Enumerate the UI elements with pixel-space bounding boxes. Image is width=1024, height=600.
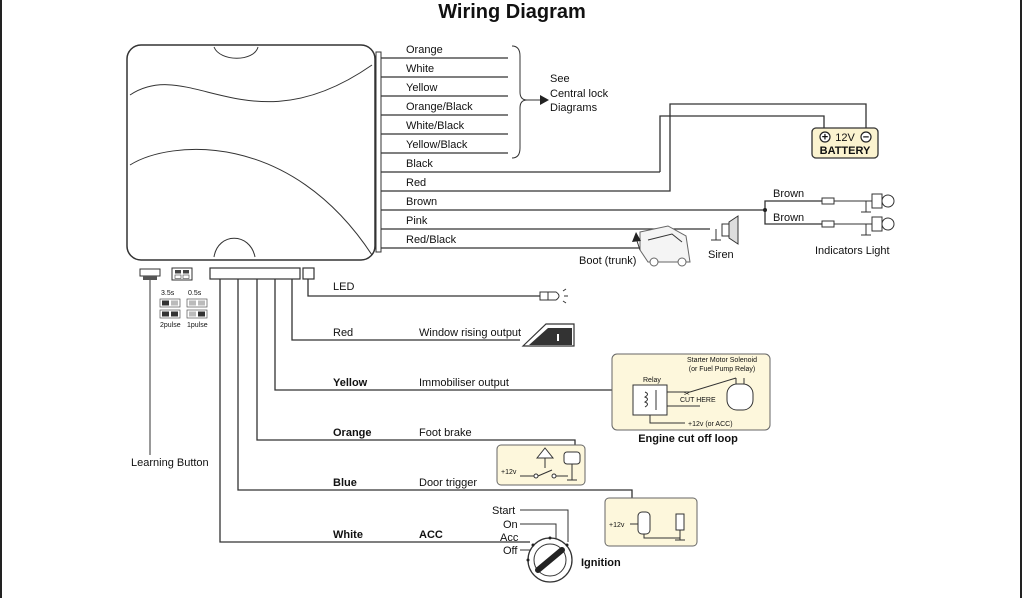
acc-label: ACC	[419, 529, 443, 541]
foot-brake-voltage: +12v	[501, 469, 517, 476]
battery-plus-icon	[819, 131, 831, 143]
ignition-start-label: Start	[492, 505, 515, 517]
dip-setting-icons	[159, 298, 208, 319]
indicator-wire-label-2: Brown	[773, 212, 804, 224]
central-lock-arrow-icon	[540, 95, 549, 105]
door-box-voltage: +12v	[609, 522, 625, 529]
wire-label-orange: Orange	[406, 44, 443, 56]
solenoid-icon	[726, 383, 754, 411]
dip-pulse-1: 2pulse	[160, 322, 181, 329]
dip-time-2: 0.5s	[188, 290, 202, 297]
learning-button-icon	[139, 268, 161, 280]
battery-negative-wire	[659, 115, 825, 172]
indicator-wire-2	[764, 210, 822, 225]
connector-b-wires	[219, 279, 633, 543]
ignition-on-label: On	[503, 519, 518, 531]
central-lock-brace	[511, 45, 528, 159]
wire-label-red: Red	[406, 177, 426, 189]
white-wire-label: White	[333, 529, 363, 541]
indicator-wire-label-1: Brown	[773, 188, 804, 200]
wire-label-brown: Brown	[406, 196, 437, 208]
ignition-acc-label: Acc	[500, 532, 519, 544]
indicator-junction	[763, 208, 767, 212]
yellow-wire-label: Yellow	[333, 377, 368, 389]
see-note-line3: Diagrams	[550, 102, 598, 114]
battery-voltage: 12V	[835, 132, 855, 144]
ignition-off-label: Off	[503, 545, 518, 557]
siren-label: Siren	[708, 249, 734, 261]
immobiliser-output-label: Immobiliser output	[419, 377, 509, 389]
ignition-label: Ignition	[581, 557, 621, 569]
supply-label: +12v (or ACC)	[688, 421, 733, 428]
scissors-icon: ✂	[684, 391, 690, 398]
wire-label-red-black: Red/Black	[406, 234, 457, 246]
wire-label-white-black: White/Black	[406, 120, 465, 132]
wire-label-white: White	[406, 63, 434, 75]
door-switch-icon	[675, 513, 685, 531]
dip-pulse-2: 1pulse	[187, 322, 208, 329]
connector-b	[209, 267, 301, 280]
car-boot-icon	[639, 225, 691, 267]
door-lamp-icon	[637, 511, 651, 535]
door-trigger-box: +12v	[604, 497, 698, 547]
dip-time-1: 3.5s	[161, 290, 175, 297]
wire-label-black: Black	[406, 158, 433, 170]
dip-switch-icon	[171, 267, 193, 281]
connector-a-wire-labels: Orange White Yellow Orange/Black White/B…	[406, 44, 473, 246]
boot-arrow-icon	[632, 232, 641, 242]
foot-brake-box: +12v	[496, 444, 586, 486]
cut-here-label: CUT HERE	[680, 397, 716, 404]
ignition-switch-icon	[526, 536, 573, 583]
led-icon	[539, 288, 568, 304]
relay-label: Relay	[643, 377, 661, 384]
siren-icon	[711, 215, 739, 245]
battery-label: BATTERY	[820, 145, 871, 157]
battery-positive-wire	[650, 103, 867, 192]
foot-brake-label: Foot brake	[419, 427, 472, 439]
engine-cutoff-label: Engine cut off loop	[638, 433, 738, 445]
wire-label-yellow-black: Yellow/Black	[406, 139, 468, 151]
indicator-bulb-icon	[821, 193, 895, 213]
led-connector	[302, 267, 315, 280]
battery: + 12V − BATTERY	[811, 127, 879, 159]
alarm-control-unit	[126, 44, 376, 261]
window-icon	[521, 323, 575, 347]
door-trigger-label: Door trigger	[419, 477, 477, 489]
red-wire-label: Red	[333, 327, 353, 339]
solenoid-label-line2: (or Fuel Pump Relay)	[689, 366, 756, 373]
learning-button-label: Learning Button	[131, 457, 209, 469]
solenoid-label-line1: Starter Motor Solenoid	[687, 357, 757, 364]
connector-a-wires	[381, 57, 760, 249]
boot-label: Boot (trunk)	[579, 255, 636, 267]
wire-label-yellow: Yellow	[406, 82, 437, 94]
indicator-wire-1	[760, 200, 822, 211]
wire-label-pink: Pink	[406, 215, 428, 227]
led-label: LED	[333, 281, 354, 293]
indicator-bulb-icon-2	[821, 216, 895, 236]
see-note-line1: See	[550, 73, 570, 85]
relay-icon	[632, 384, 668, 416]
window-output-label: Window rising output	[419, 327, 521, 339]
svg-text:+: +	[822, 132, 828, 144]
see-note-line2: Central lock	[550, 88, 609, 100]
engine-cutoff-box: Starter Motor Solenoid (or Fuel Pump Rel…	[611, 353, 771, 431]
orange-wire-label: Orange	[333, 427, 372, 439]
connector-a	[375, 51, 382, 253]
indicators-label: Indicators Light	[815, 245, 890, 257]
battery-minus-icon	[860, 131, 872, 143]
diagram-title: Wiring Diagram	[438, 1, 586, 23]
svg-text:−: −	[863, 132, 869, 144]
wire-label-orange-black: Orange/Black	[406, 101, 473, 113]
ignition-leads	[520, 509, 569, 551]
blue-wire-label: Blue	[333, 477, 357, 489]
brake-light-icon	[563, 451, 581, 465]
